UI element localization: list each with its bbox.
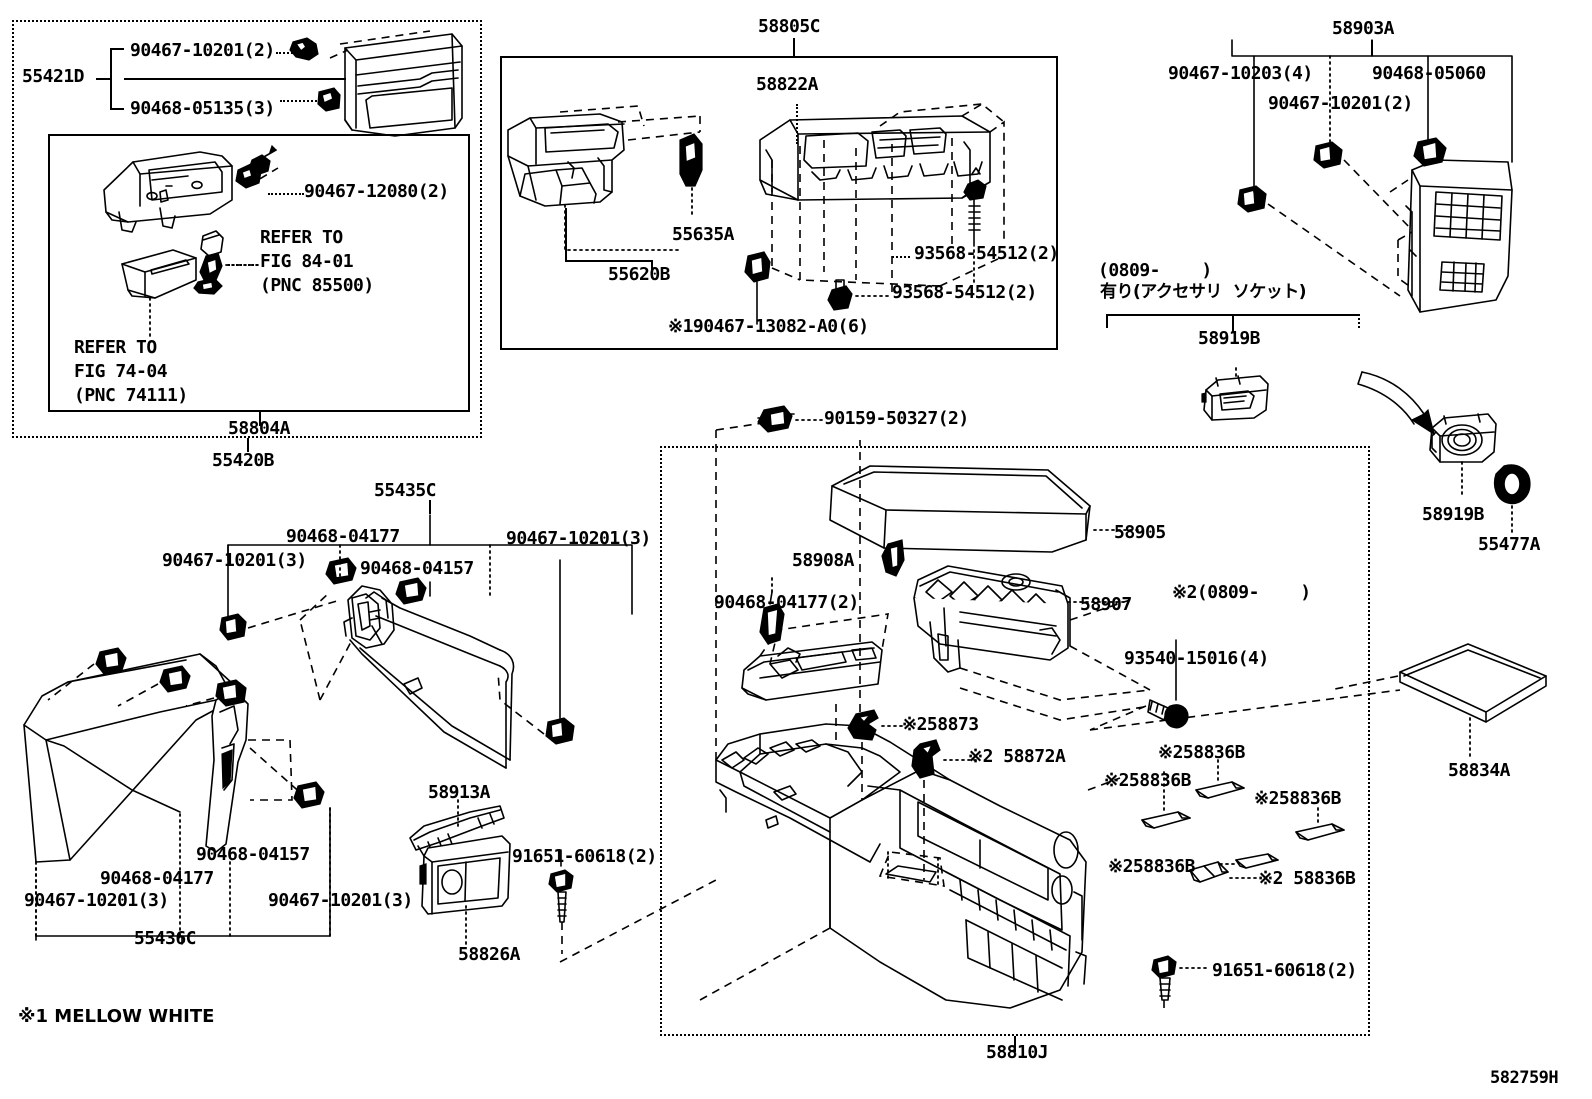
label-90468-05060: 90468-05060 (1372, 63, 1486, 84)
label-refer-fig-84-01: REFER TO FIG 84-01 (PNC 85500) (260, 227, 374, 296)
socket-note-bracket-l (1106, 314, 1108, 328)
label-90468-05135: 90468-05135(3) (130, 98, 275, 119)
stem-58805c (793, 38, 795, 56)
label-90467-10203: 90467-10203(4) (1168, 63, 1313, 84)
socket-note-bracket-r (1358, 314, 1360, 328)
sheet-code: 582759H (1490, 1068, 1559, 1088)
label-58822a: 58822A (756, 74, 819, 95)
box-58804a (48, 134, 470, 412)
label-55436c-90467-b: 90467-10201(3) (268, 890, 413, 911)
label-socket-note-date: (0809- ) (1098, 260, 1212, 281)
label-socket-note-jp: 有り(アクセサリ ソケット) (1100, 282, 1307, 302)
label-58872a: ※2 58872A (968, 746, 1066, 767)
label-55635a: 55635A (672, 224, 735, 245)
label-58836b-d: ※258836B (1108, 856, 1195, 877)
stem-55620b-l (565, 208, 567, 262)
label-58907: 58907 (1080, 594, 1132, 615)
part-art-58826a (420, 836, 510, 944)
label-93568-54512-b: 93568-54512(2) (892, 282, 1037, 303)
label-90467-10201-b: 90467-10201(2) (1268, 93, 1413, 114)
stem-55435c (429, 500, 431, 514)
label-90467-12080: 90467-12080(2) (304, 181, 449, 202)
leader-90468-05135 (280, 100, 320, 102)
label-58919b-b: 58919B (1422, 504, 1485, 525)
stem-58804a (259, 412, 261, 426)
leader-90467-10201-top (276, 52, 296, 54)
label-90468-04177-2: 90468-04177(2) (714, 592, 859, 613)
label-93568-54512-a: 93568-54512(2) (914, 243, 1059, 264)
label-90467-10201-a: 90467-10201(2) (130, 40, 275, 61)
stem-55620b (651, 262, 653, 278)
leader-55421d-main (124, 78, 346, 80)
leader-93568-right (892, 256, 910, 258)
part-art-nut-90159 (758, 406, 824, 432)
bracket-55421d-stem (96, 78, 110, 80)
label-refer-fig-74-04: REFER TO FIG 74-04 (PNC 74111) (74, 337, 188, 406)
label-58826a: 58826A (458, 944, 521, 965)
label-55436c-90468-04177: 90468-04177 (100, 868, 214, 889)
label-58836b-b: ※258836B (1104, 770, 1191, 791)
stem-58810j (1014, 1036, 1016, 1052)
leader-refer-84-01 (228, 264, 258, 266)
label-90159-50327: 90159-50327(2) (824, 408, 969, 429)
label-55436c: 55436C (134, 928, 197, 949)
label-58810j: 58810J (986, 1042, 1049, 1063)
part-art-58919b-lid (1202, 368, 1268, 420)
label-note-0809: ※2(0809- ) (1172, 582, 1311, 603)
label-91651-60618-b: 91651-60618(2) (1212, 960, 1357, 981)
label-58919b-a: 58919B (1198, 328, 1261, 349)
part-art-58913a (410, 796, 504, 856)
label-55435c: 55435C (374, 480, 437, 501)
label-58836b-a: ※258836B (1158, 742, 1245, 763)
label-55435c-90467-a: 90467-10201(3) (162, 550, 307, 571)
label-55477a: 55477A (1478, 534, 1541, 555)
leader-90467-12080 (268, 193, 304, 195)
label-58805c: 58805C (758, 16, 821, 37)
label-58836b-c: ※258836B (1254, 788, 1341, 809)
label-58908a: 58908A (792, 550, 855, 571)
label-58804a: 58804A (228, 418, 291, 439)
label-58834a: 58834A (1448, 760, 1511, 781)
label-55420b: 55420B (212, 450, 275, 471)
label-55436c-90468-04157: 90468-04157 (196, 844, 310, 865)
label-55421d: 55421D (22, 66, 85, 87)
label-58913a: 58913A (428, 782, 491, 803)
label-55435c-90468-04157: 90468-04157 (360, 558, 474, 579)
box-55420b (12, 20, 482, 438)
label-91651-60618-a: 91651-60618(2) (512, 846, 657, 867)
label-55436c-90467-a: 90467-10201(3) (24, 890, 169, 911)
label-58873: ※258873 (902, 714, 979, 735)
label-55435c-90467-b: 90467-10201(3) (506, 528, 651, 549)
stem-55620b-h (565, 260, 653, 262)
label-190467-13082: ※190467-13082-A0(6) (668, 316, 869, 337)
label-58836b-e: ※2 58836B (1258, 868, 1356, 889)
label-93540-15016: 93540-15016(4) (1124, 648, 1269, 669)
bracket-55421d-vert (110, 48, 112, 110)
bracket-55421d-bot (110, 108, 124, 110)
stem-55420b (247, 438, 249, 452)
label-55620b: 55620B (608, 264, 671, 285)
label-58903a: 58903A (1332, 18, 1395, 39)
label-58905: 58905 (1114, 522, 1166, 543)
box-58810j (660, 446, 1370, 1036)
footnote-mellow-white: ※1 MELLOW WHITE (18, 1006, 215, 1027)
socket-note-bracket-h (1106, 314, 1360, 316)
stem-58919b-note (1232, 316, 1234, 332)
label-55435c-90468-04177: 90468-04177 (286, 526, 400, 547)
bracket-55421d-top (110, 48, 124, 50)
stem-58903a (1371, 40, 1373, 56)
box-58805c (500, 56, 1058, 350)
stem-58822a (796, 104, 798, 144)
